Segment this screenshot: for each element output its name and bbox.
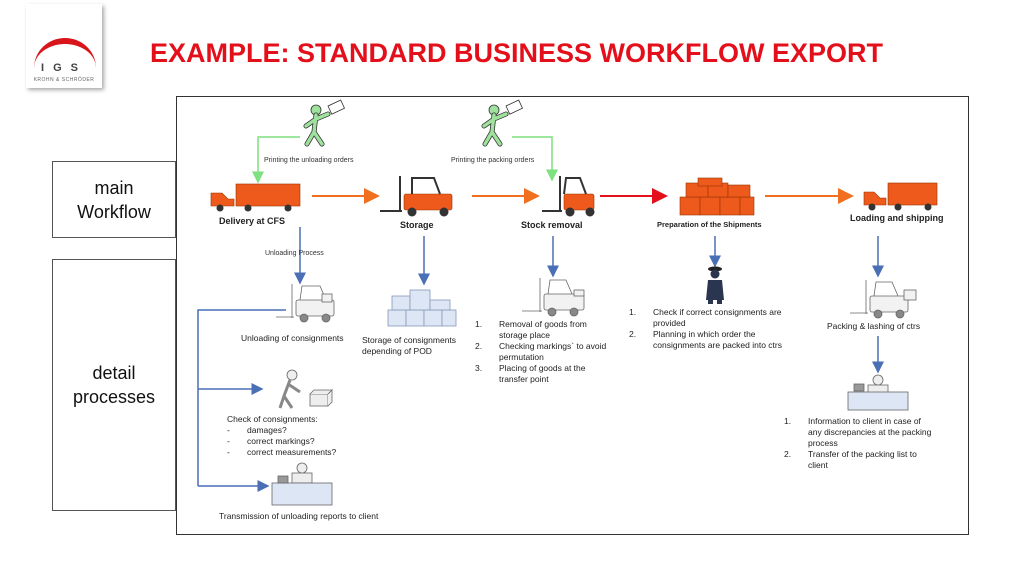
truck-loading-icon bbox=[863, 182, 938, 211]
check-title: Check of consignments: bbox=[227, 414, 318, 424]
arrow-print-packing bbox=[512, 136, 558, 182]
person-printing-unloading-icon bbox=[303, 99, 346, 147]
detail-processes-line2: processes bbox=[72, 387, 156, 407]
truck-delivery-icon bbox=[210, 183, 301, 212]
forklift-unloading-icon bbox=[276, 284, 335, 323]
detail-storage: Storage of consignments depending of POD bbox=[362, 335, 456, 357]
page-title: EXAMPLE: STANDARD BUSINESS WORKFLOW EXPO… bbox=[150, 38, 884, 68]
label-unloading-process: Unloading Process bbox=[265, 250, 324, 257]
detail-unloading: Unloading of consignments bbox=[241, 333, 344, 343]
company-logo: IGS KROHN & SCHRÖDER bbox=[26, 4, 102, 88]
detail-processes-line1: detail bbox=[92, 363, 136, 383]
stage-storage: Storage bbox=[400, 220, 434, 230]
desk-transmission-icon bbox=[271, 462, 333, 506]
forklift-removal-icon bbox=[542, 176, 595, 217]
storage-line1: Storage of consignments bbox=[362, 335, 457, 345]
forklift-removal-detail-icon bbox=[522, 278, 585, 317]
label-printing-unloading: Printing the unloading orders bbox=[264, 157, 354, 164]
logo-letters: IGS bbox=[41, 62, 87, 74]
person-checking-icon bbox=[278, 369, 333, 409]
stage-preparation: Preparation of the Shipments bbox=[657, 220, 762, 229]
detail-bracket bbox=[197, 309, 286, 486]
storage-line2: depending of POD bbox=[362, 346, 432, 356]
forklift-packing-icon bbox=[850, 280, 917, 319]
detail-check: Check of consignments: -damages? -correc… bbox=[227, 414, 337, 457]
person-printing-packing-icon bbox=[481, 99, 524, 147]
logo-subtitle: KROHN & SCHRÖDER bbox=[33, 77, 95, 83]
boxes-preparation-icon bbox=[679, 177, 755, 216]
detail-packing: Packing & lashing of ctrs bbox=[827, 321, 921, 331]
check-item-measurements: correct measurements? bbox=[247, 447, 337, 457]
boxes-storage-icon bbox=[387, 289, 457, 327]
forklift-storage-icon bbox=[380, 176, 453, 217]
stage-loading: Loading and shipping bbox=[850, 213, 944, 223]
detail-transmission: Transmission of unloading reports to cli… bbox=[219, 511, 379, 521]
stage-stock-removal: Stock removal bbox=[521, 220, 583, 230]
check-item-damages: damages? bbox=[247, 425, 287, 435]
check-item-markings: correct markings? bbox=[247, 436, 315, 446]
main-workflow-label: main Workflow bbox=[52, 161, 176, 238]
arrow-print-unloading bbox=[252, 136, 300, 184]
main-workflow-line2: Workflow bbox=[77, 201, 151, 222]
detail-processes-label: detail processes bbox=[52, 259, 176, 511]
stage-delivery: Delivery at CFS bbox=[219, 216, 286, 226]
main-workflow-line1: main bbox=[94, 177, 134, 198]
desk-client-info-icon bbox=[847, 374, 909, 411]
logo-arc-icon bbox=[34, 38, 96, 68]
label-printing-packing: Printing the packing orders bbox=[451, 157, 535, 164]
person-planner-icon bbox=[706, 266, 724, 304]
